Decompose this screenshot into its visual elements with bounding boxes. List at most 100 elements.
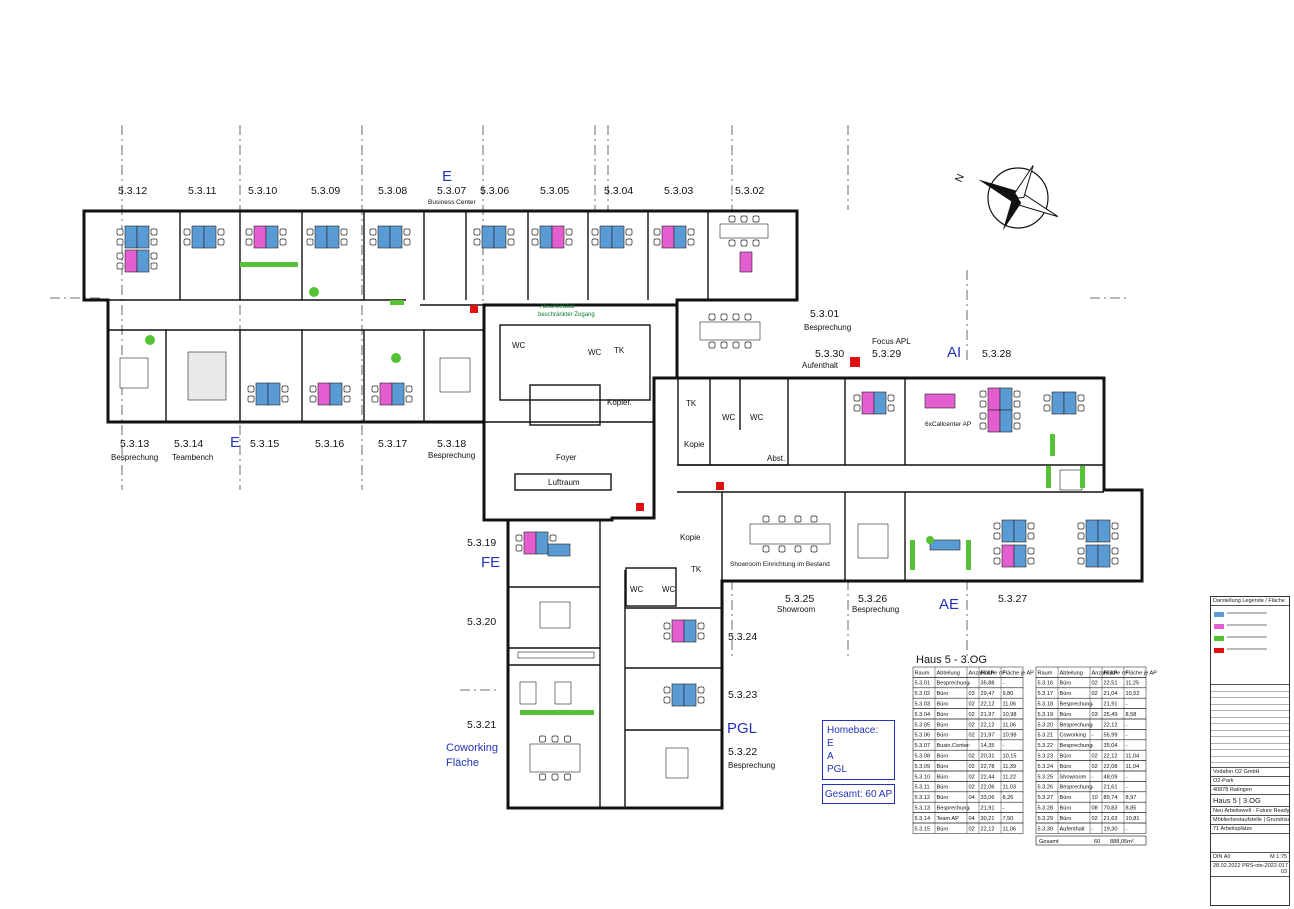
zone-label-coworking: Coworking bbox=[446, 742, 498, 754]
desk bbox=[379, 382, 393, 406]
chair bbox=[340, 228, 348, 236]
table-cell: Büro bbox=[937, 722, 949, 728]
table-cell: Büro bbox=[937, 712, 949, 718]
chair bbox=[687, 228, 695, 236]
room-sub-label: Besprechung bbox=[728, 761, 775, 770]
chair bbox=[279, 228, 287, 236]
table-header-cell: Fläche je AP bbox=[1003, 670, 1035, 676]
chair bbox=[740, 215, 748, 223]
homebase-box: Homebace: E A PGL bbox=[822, 720, 895, 780]
meeting-table bbox=[529, 743, 581, 773]
table-cell: 22,12 bbox=[1104, 754, 1118, 760]
desk bbox=[539, 225, 553, 249]
table-cell: 22,12 bbox=[981, 702, 995, 708]
table-cell: Besprechung bbox=[1060, 743, 1093, 749]
table-cell: 5.3.20 bbox=[1038, 722, 1054, 728]
chair bbox=[762, 545, 770, 553]
table-cell: 02 bbox=[969, 702, 975, 708]
chair bbox=[217, 228, 225, 236]
table-cell: - bbox=[969, 743, 971, 749]
table-cell: Büro bbox=[1060, 764, 1072, 770]
chair bbox=[1043, 394, 1051, 402]
chair bbox=[778, 545, 786, 553]
chair bbox=[1077, 557, 1085, 565]
chair bbox=[708, 341, 716, 349]
table-cell: Büro bbox=[1060, 712, 1072, 718]
zone-label-e-left: E bbox=[230, 434, 240, 451]
chair bbox=[993, 522, 1001, 530]
table-cell: 02 bbox=[1092, 764, 1098, 770]
desk bbox=[493, 225, 507, 249]
top-room-number: 5.3.02 bbox=[735, 185, 764, 197]
chair bbox=[371, 385, 379, 393]
chair bbox=[1077, 532, 1085, 540]
top-room-number: 5.3.08 bbox=[378, 185, 407, 197]
table-cell: 11,06 bbox=[1003, 702, 1017, 708]
chair bbox=[591, 238, 599, 246]
zone-label-ai: AI bbox=[947, 344, 961, 361]
table-cell: 5.3.28 bbox=[1038, 806, 1054, 812]
desk bbox=[1085, 519, 1099, 543]
chair bbox=[794, 545, 802, 553]
table-cell: 70,83 bbox=[1104, 806, 1118, 812]
table-cell: 30,21 bbox=[981, 816, 995, 822]
table-cell: 08 bbox=[1092, 806, 1098, 812]
chair bbox=[1013, 390, 1021, 398]
top-room-number: 5.3.12 bbox=[118, 185, 147, 197]
table-cell: 22,78 bbox=[981, 764, 995, 770]
table-cell: 02 bbox=[1092, 816, 1098, 822]
table-cell: 11,04 bbox=[1126, 754, 1140, 760]
table-cell: 5.3.02 bbox=[915, 691, 931, 697]
chair bbox=[551, 735, 559, 743]
table-cell: - bbox=[1003, 806, 1005, 812]
table-cell: 5.3.24 bbox=[1038, 764, 1054, 770]
table-header-cell: Anzahl AP bbox=[969, 670, 995, 676]
chair bbox=[853, 404, 861, 412]
top-room-number: 5.3.07 bbox=[437, 185, 466, 197]
table-cell: Besprechung bbox=[1060, 785, 1093, 791]
table-cell: 5.3.12 bbox=[915, 795, 931, 801]
chair bbox=[625, 228, 633, 236]
table-cell: Büro bbox=[937, 691, 949, 697]
chair bbox=[979, 412, 987, 420]
meeting-table bbox=[665, 747, 689, 779]
desk bbox=[999, 387, 1013, 411]
chair bbox=[752, 239, 760, 247]
client-name: Vodafon O2 GmbH bbox=[1211, 768, 1289, 777]
table-cell: 02 bbox=[969, 712, 975, 718]
room-sub-label: Teambench bbox=[172, 453, 213, 462]
table-cell: 7,50 bbox=[1003, 816, 1014, 822]
chair bbox=[116, 252, 124, 260]
table-cell: 35,04 bbox=[1104, 743, 1118, 749]
table-cell: 5.3.27 bbox=[1038, 795, 1054, 801]
chair bbox=[732, 341, 740, 349]
table-cell: Büro bbox=[1060, 816, 1072, 822]
table-cell: 10,98 bbox=[1003, 712, 1017, 718]
room-sub-label: Besprechung bbox=[111, 453, 158, 462]
chair bbox=[697, 622, 705, 630]
chair bbox=[853, 394, 861, 402]
table-cell: 11,04 bbox=[1126, 764, 1140, 770]
top-room-number: 5.3.03 bbox=[664, 185, 693, 197]
core-label: Abst. bbox=[767, 454, 785, 463]
room-label: 5.3.21 bbox=[467, 719, 496, 731]
room-sub-label: Besprechung bbox=[804, 323, 851, 332]
chair bbox=[340, 238, 348, 246]
table-cell: 02 bbox=[1092, 681, 1098, 687]
teambench bbox=[187, 351, 227, 401]
chair bbox=[247, 385, 255, 393]
table-cell: - bbox=[1126, 733, 1128, 739]
chair bbox=[1077, 404, 1085, 412]
zone-label-fe: FE bbox=[481, 554, 500, 571]
table-cell: 22,44 bbox=[981, 774, 995, 780]
chair bbox=[728, 215, 736, 223]
table-cell: 5.3.15 bbox=[915, 826, 931, 832]
core-labels: WC WC TK Kopier. TK Kopie WC WC Abst. Fo… bbox=[512, 304, 971, 594]
room-label: 5.3.22 bbox=[728, 746, 757, 758]
workplace-count: 71 Arbeitsplätze bbox=[1211, 825, 1289, 834]
chair bbox=[116, 238, 124, 246]
table-cell: 02 bbox=[969, 785, 975, 791]
legend-area bbox=[1211, 606, 1289, 685]
chair bbox=[1043, 404, 1051, 412]
